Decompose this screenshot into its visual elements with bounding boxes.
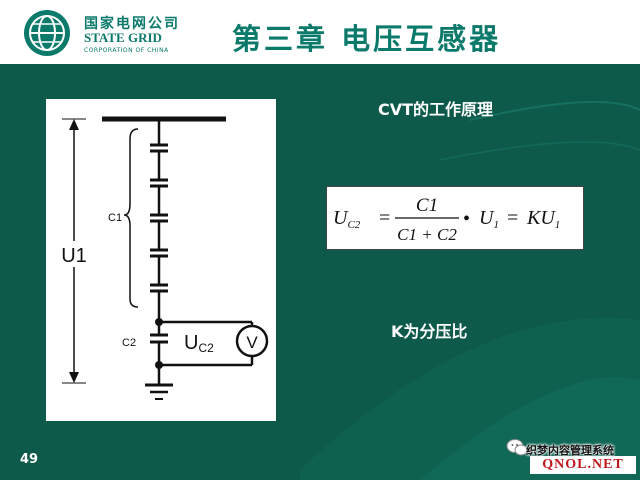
cvt-formula: UC2 = C1 C1 + C2 • U1 = KU1: [326, 186, 584, 250]
formula-lhs: UC2: [333, 207, 361, 231]
logo-english-name: STATE GRID: [84, 30, 162, 45]
wechat-icon: [506, 439, 528, 456]
state-grid-logo-icon: [24, 10, 70, 56]
logo-chinese-name: 国家电网公司: [84, 16, 180, 32]
ratio-note: K为分压比: [391, 322, 468, 341]
logo-subtitle: CORPORATION OF CHINA: [84, 47, 169, 54]
formula-rhs: KU1: [526, 207, 560, 231]
ground-icon: [145, 365, 173, 400]
formula-u1: U1: [479, 207, 499, 231]
circuit-svg: V U1 C1 C2 UC2: [56, 116, 269, 400]
section-subtitle: CVT的工作原理: [378, 100, 494, 119]
c1-bracket: [123, 128, 139, 308]
capacitor-stack-c1: [150, 143, 168, 293]
page-number: 49: [20, 452, 39, 467]
slide-header: 国家电网公司 STATE GRID CORPORATION OF CHINA 第…: [0, 0, 640, 64]
label-u1: U1: [61, 245, 87, 267]
formula-numerator: C1: [416, 195, 438, 216]
watermark-site: QNOL.NET: [530, 456, 636, 474]
voltmeter-icon: [235, 324, 269, 358]
capacitor-c2: [150, 322, 168, 365]
formula-equals: =: [379, 207, 390, 229]
slide-title: 第三章 电压互感器: [232, 22, 502, 56]
voltmeter-symbol: V: [246, 333, 258, 352]
cvt-circuit-diagram: V U1 C1 C2 UC2: [46, 99, 276, 421]
formula-equals-2: =: [507, 207, 518, 229]
formula-svg: UC2 = C1 C1 + C2 • U1 = KU1: [333, 195, 560, 244]
label-c1: C1: [108, 212, 122, 224]
formula-denominator: C1 + C2: [397, 225, 457, 244]
label-uc2: UC2: [184, 332, 214, 355]
label-c2: C2: [122, 337, 136, 349]
formula-bullet: •: [463, 208, 470, 230]
watermark-text: 织梦内容管理系统: [526, 444, 614, 457]
